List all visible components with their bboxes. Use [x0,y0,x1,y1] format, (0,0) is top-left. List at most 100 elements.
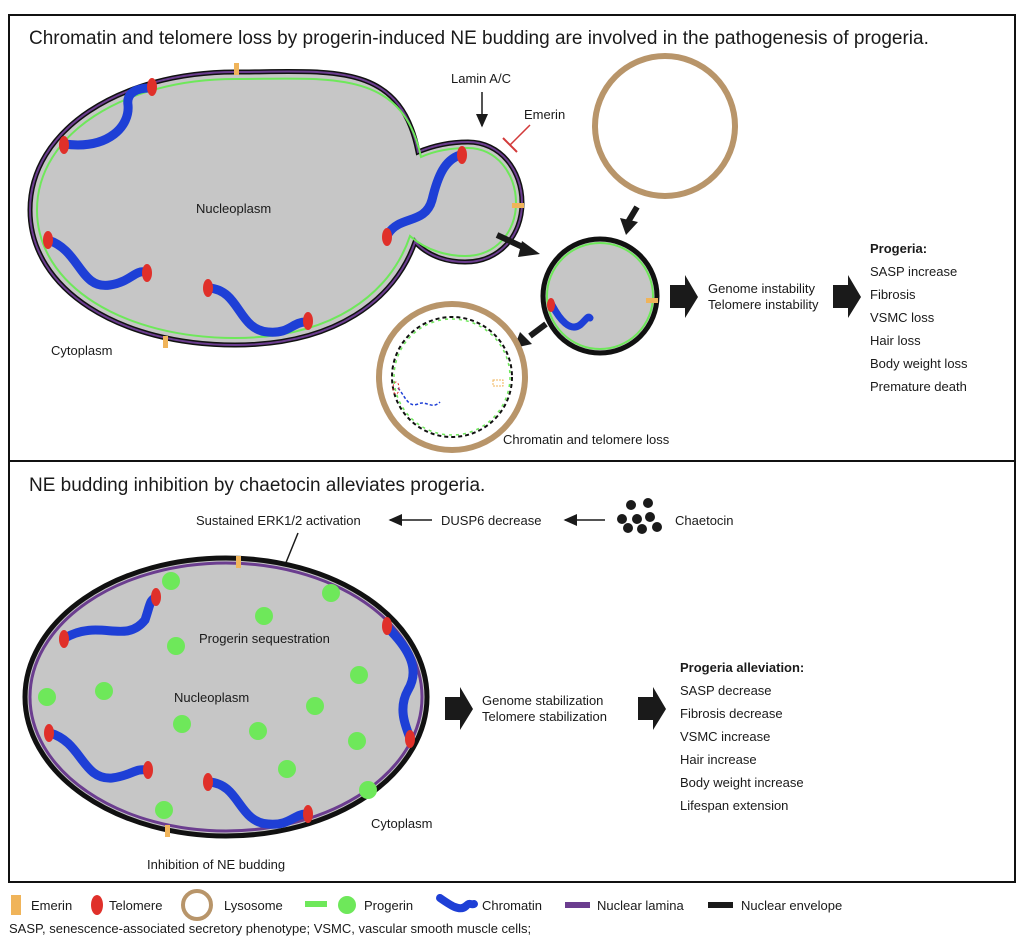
chromatin-strand [45,728,151,783]
cytoplasm-label: Cytoplasm [371,816,432,831]
bottom-panel-frame [8,460,1016,883]
legend-chromatin-label: Chromatin [482,898,542,913]
progeria-item: Body weight loss [870,356,968,371]
autolysosome [376,301,528,453]
legend-emerin-label: Emerin [31,898,72,913]
genome-instability-label: Genome instability [708,281,815,296]
emerin-mark [236,556,241,568]
alleviation-item: Fibrosis decrease [680,706,783,721]
degraded-emerin [492,379,504,387]
telomere-mark [457,146,467,164]
legend-chromatin-swatch [436,894,478,913]
genome-stabilization-label: Genome stabilization [482,693,603,708]
chromatin-strand [383,150,465,239]
nuclear-lamina [28,70,524,347]
legend-telomere-label: Telomere [109,898,162,913]
telomere-mark [143,761,153,779]
emerin-inhibit-line [509,124,531,146]
bud-progerin-rim [546,242,654,350]
legend-envelope-swatch [708,902,733,908]
legend: Emerin Telomere Lysosome Progerin Chroma… [11,889,842,921]
telomere-mark [59,630,69,648]
telomere-mark [203,279,213,297]
degraded-envelope [391,316,513,438]
chromatin-strand [59,83,155,150]
bud-release-arrowhead [518,241,540,257]
emerin-mark [163,336,168,348]
intact-nucleus [22,555,430,839]
lysosome-arrowhead [620,218,638,235]
legend-progerin-label: Progerin [364,898,413,913]
alleviation-item: Body weight increase [680,775,804,790]
footnote: SASP, senescence-associated secretory ph… [9,921,531,936]
telomere-mark [203,773,213,791]
legend-lysosome-swatch [181,889,213,921]
chaetocin-dots [617,498,662,534]
bottom-panel-title: NE budding inhibition by chaetocin allev… [29,475,485,496]
top-panel-title: Chromatin and telomere loss by progerin-… [29,28,929,49]
nuclear-lamina [28,561,424,833]
legend-lamina-label: Nuclear lamina [597,898,684,913]
telomere-mark [405,730,415,748]
nuclear-bud [540,236,660,356]
degraded-telomere [392,381,400,395]
telomere-stabilization-label: Telomere stabilization [482,709,607,724]
progeria-item: Premature death [870,379,967,394]
telomere-mark [43,231,53,249]
legend-emerin-swatch [11,895,21,915]
legend-envelope-label: Nuclear envelope [741,898,842,913]
progerin-rim [35,77,518,340]
telomere-mark [59,136,69,154]
nucleoplasm-label: Nucleoplasm [196,201,271,216]
autolysosome-membrane [376,301,528,453]
block-arrow [833,275,861,318]
progerin-foci [38,572,377,819]
telomere-mark [142,264,152,282]
degraded-chromatin [397,387,441,406]
alleviation-item: SASP decrease [680,683,772,698]
emerin-mark [646,298,658,303]
chromatin-strand [60,593,160,643]
chromatin-strand [43,235,150,290]
chaetocin-label: Chaetocin [675,513,734,528]
legend-lysosome-label: Lysosome [224,898,283,913]
dusp6-label: DUSP6 decrease [441,513,541,528]
telomere-mark [547,298,555,312]
legend-lamina-swatch [565,902,590,908]
nucleoplasm-label: Nucleoplasm [174,690,249,705]
alleviation-item: VSMC increase [680,729,770,744]
sequestration-label: Progerin sequestration [199,631,330,646]
emerin-inhibit-bar [502,137,518,153]
alleviation-heading: Progeria alleviation: [680,660,804,675]
progeria-item: Fibrosis [870,287,916,302]
degradation-arrow [528,321,548,339]
progeria-heading: Progeria: [870,241,927,256]
chromatin-strand [204,283,311,337]
telomere-mark [382,228,392,246]
telomere-instability-label: Telomere instability [708,297,819,312]
degraded-progerin [393,318,511,436]
telomere-mark [382,617,392,635]
emerin-label: Emerin [524,107,565,122]
alleviation-item: Hair increase [680,752,757,767]
telomere-mark [147,78,157,96]
lamin-label: Lamin A/C [451,71,511,86]
erk-label: Sustained ERK1/2 activation [196,513,361,528]
legend-telomere-swatch [91,895,103,915]
progeria-item: Hair loss [870,333,921,348]
budding-nucleus [27,63,525,348]
telomere-mark [44,724,54,742]
lysosome-arrow [625,205,640,224]
emerin-mark [512,203,524,208]
block-arrow [670,275,698,318]
block-arrow [638,687,666,730]
alleviation-item: Lifespan extension [680,798,788,813]
emerin-mark [165,825,170,837]
telomere-mark [151,588,161,606]
chromatin-strand [204,777,311,829]
legend-progerin-dot [338,896,356,914]
chromatin-loss-label: Chromatin and telomere loss [503,432,670,447]
cytoplasm-label: Cytoplasm [51,343,112,358]
progeria-item: SASP increase [870,264,957,279]
